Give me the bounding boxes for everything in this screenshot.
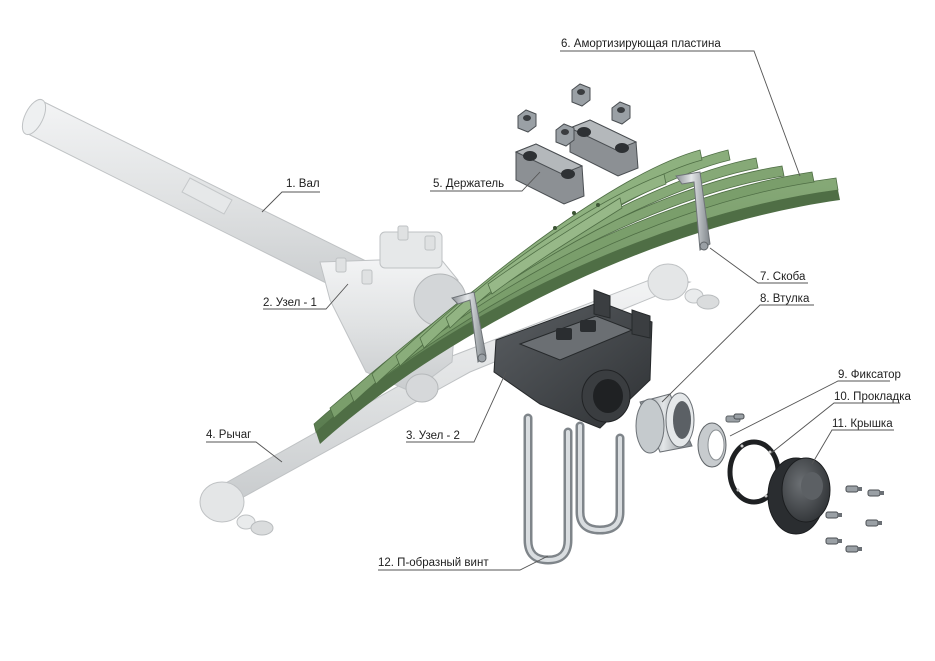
u-bolt bbox=[523, 413, 625, 565]
unit-2-saddle bbox=[493, 289, 653, 429]
clamp bbox=[451, 171, 711, 363]
leader-lines bbox=[206, 50, 900, 571]
label-cover: 11. Крышка bbox=[832, 418, 893, 430]
label-bushing: 8. Втулка bbox=[760, 293, 810, 305]
label-gasket: 10. Прокладка bbox=[834, 391, 911, 403]
bushing bbox=[635, 392, 695, 454]
label-damper: 6. Амортизирующая пластина bbox=[561, 38, 721, 50]
label-retainer: 9. Фиксатор bbox=[838, 369, 901, 381]
label-clamp: 7. Скоба bbox=[760, 271, 806, 283]
label-unit-1: 2. Узел - 1 bbox=[263, 297, 317, 309]
nut-icon bbox=[517, 83, 631, 147]
lever bbox=[199, 263, 720, 536]
label-unit-2: 3. Узел - 2 bbox=[406, 430, 460, 442]
label-holder: 5. Держатель bbox=[433, 178, 505, 190]
label-shaft: 1. Вал bbox=[286, 178, 320, 190]
bolt-icon bbox=[733, 413, 884, 553]
cover bbox=[767, 457, 831, 535]
shaft bbox=[21, 98, 369, 297]
leaf-spring bbox=[313, 149, 840, 444]
holder bbox=[514, 119, 639, 205]
label-u-bolt: 12. П-образный винт bbox=[378, 557, 489, 569]
label-lever: 4. Рычаг bbox=[206, 429, 252, 441]
